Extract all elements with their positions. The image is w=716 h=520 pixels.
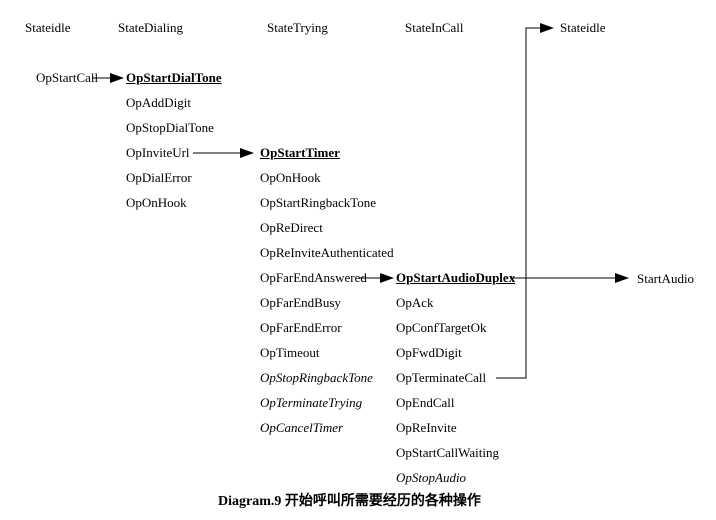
op-node-opreinvite: OpReInvite [396,420,457,435]
op-node-opterminatetrying: OpTerminateTrying [260,395,363,410]
state-header-dialing: StateDialing [118,20,183,35]
op-node-opinviteurl: OpInviteUrl [126,145,190,160]
op-node-opconftargetok: OpConfTargetOk [396,320,487,335]
op-node-opstopringbacktone: OpStopRingbackTone [260,370,373,385]
op-node-opstartringbacktone: OpStartRingbackTone [260,195,377,210]
op-node-opack: OpAck [396,295,434,310]
op-node-opfwddigit: OpFwdDigit [396,345,462,360]
state-header-idle-left: Stateidle [25,20,71,35]
op-node-opreinviteauthenticated: OpReInviteAuthenticated [260,245,394,260]
op-node-opendcall: OpEndCall [396,395,455,410]
column-statetrying: OpStartTimer OpOnHook OpStartRingbackTon… [260,140,394,440]
result-node-startaudio: StartAudio [637,271,695,286]
op-node-opterminatecall: OpTerminateCall [396,370,487,385]
op-node-opfarenderror: OpFarEndError [260,320,342,335]
op-node-opcanceltimer: OpCancelTimer [260,420,344,435]
op-node-opadddigit: OpAddDigit [126,95,191,110]
op-node-opdialerror: OpDialError [126,170,192,185]
op-node-oponhook-trying: OpOnHook [260,170,321,185]
op-node-opstopaudio: OpStopAudio [396,470,467,485]
op-node-opfarendanswered: OpFarEndAnswered [260,270,367,285]
op-node-opstarttimer: OpStartTimer [260,145,340,160]
op-node-opstartcallwaiting: OpStartCallWaiting [396,445,499,460]
op-node-opstartcall: OpStartCall [36,70,99,85]
op-node-optimeout: OpTimeout [260,345,320,360]
op-node-opstartaudioduplex: OpStartAudioDuplex [396,270,516,285]
op-node-opredirect: OpReDirect [260,220,323,235]
state-header-trying: StateTrying [267,20,328,35]
state-header-incall: StateInCall [405,20,464,35]
column-stateincall: OpStartAudioDuplex OpAck OpConfTargetOk … [396,265,515,490]
op-node-opstartdialtone: OpStartDialTone [126,70,222,85]
op-node-opstopdialtone: OpStopDialTone [126,120,214,135]
column-statedialing: OpStartDialTone OpAddDigit OpStopDialTon… [126,65,222,215]
op-node-oponhook-dialing: OpOnHook [126,195,187,210]
diagram-caption: Diagram.9 开始呼叫所需要经历的各种操作 [218,494,481,509]
op-node-opfarendbusy: OpFarEndBusy [260,295,341,310]
state-header-idle-right: Stateidle [560,20,606,35]
